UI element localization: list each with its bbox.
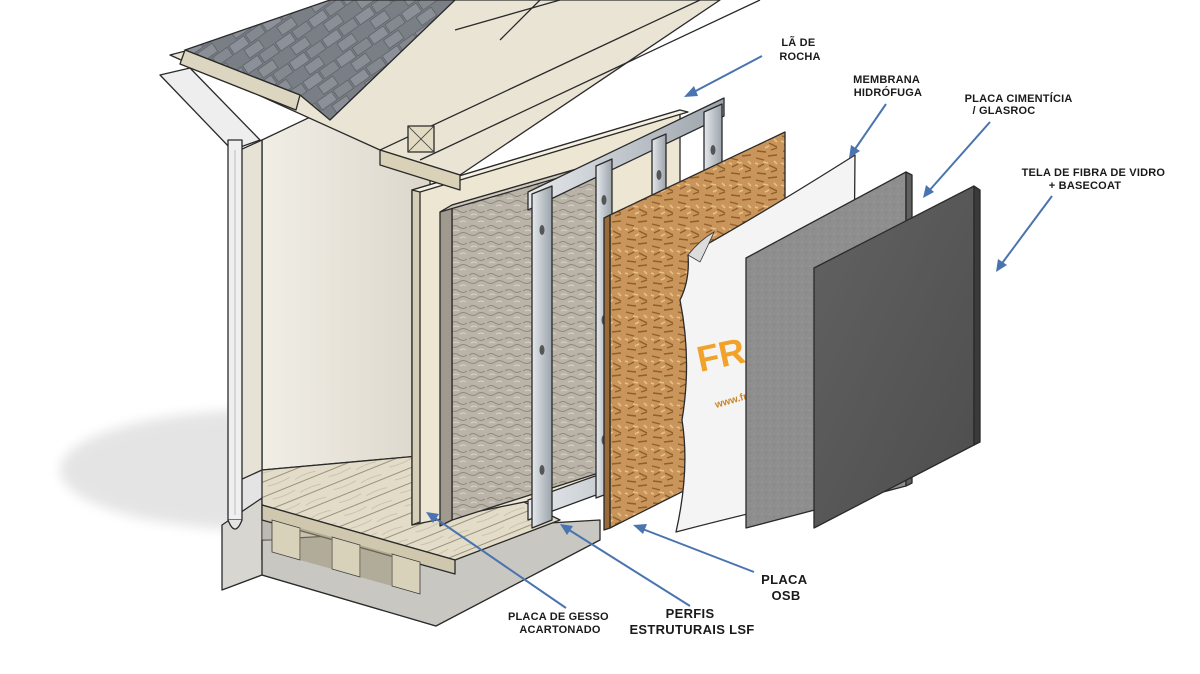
arrow-membrana: [849, 103, 887, 158]
rock-wool-side: [439, 204, 453, 527]
arrow-placa-gesso: [426, 512, 567, 609]
label-tela-fibra: TELA DE FIBRA DE VIDRO + BASECOAT: [1022, 167, 1169, 192]
floor-deck: [261, 454, 561, 561]
arrow-perfis: [560, 524, 691, 607]
label-placa-osb-line2: OSB: [771, 588, 800, 603]
osb-edge: [603, 214, 611, 531]
label-placa-cimenticia-line2: / GLASROC: [973, 105, 1036, 117]
label-membrana-line2: HIDRÓFUGA: [854, 86, 922, 99]
deck-edge: [261, 504, 456, 575]
callout-labels: LÃ DE ROCHA MEMBRANA HIDRÓFUGA PLACA CIM…: [508, 36, 1169, 637]
label-placa-osb-line1: PLACA: [761, 572, 808, 587]
label-la-de-rocha-line2: ROCHA: [779, 51, 820, 63]
arrow-tela-fibra: [996, 195, 1053, 272]
top-track: [527, 97, 725, 211]
label-perfis-line1: PERFIS: [666, 606, 715, 621]
label-perfis: PERFIS ESTRUTURAIS LSF: [629, 606, 754, 637]
gutter-downpipe: [159, 67, 261, 530]
label-placa-cimenticia-line1: PLACA CIMENTÍCIA: [965, 92, 1073, 105]
membrane-curl: [687, 231, 715, 263]
label-placa-gesso-line1: PLACA DE GESSO: [508, 611, 609, 623]
label-perfis-line2: ESTRUTURAIS LSF: [629, 622, 754, 637]
arrow-placa-cimenticia: [923, 121, 991, 198]
fiberglass-basecoat: [813, 185, 981, 529]
label-placa-osb: PLACA OSB: [761, 572, 811, 603]
leader-arrows: [426, 55, 1053, 609]
arrow-placa-osb: [633, 524, 755, 573]
label-membrana: MEMBRANA HIDRÓFUGA: [853, 74, 923, 99]
label-la-de-rocha-line1: LÃ DE: [781, 36, 815, 49]
arrow-la-de-rocha: [684, 55, 763, 97]
label-placa-cimenticia: PLACA CIMENTÍCIA / GLASROC: [965, 92, 1076, 117]
rock-wool-front: [451, 159, 609, 521]
label-tela-fibra-line2: + BASECOAT: [1049, 180, 1121, 192]
stud-1: [531, 185, 553, 529]
roof-structure: [169, 0, 761, 191]
floor-joists: [271, 519, 421, 595]
label-la-de-rocha: LÃ DE ROCHA: [779, 36, 820, 63]
label-placa-gesso: PLACA DE GESSO ACARTONADO: [508, 611, 612, 636]
basecoat-edge: [973, 185, 981, 446]
interior-side-wall: [239, 139, 263, 481]
label-placa-gesso-line2: ACARTONADO: [519, 624, 600, 636]
eave-board: [379, 149, 461, 191]
rock-wool-layer: [439, 159, 609, 527]
label-tela-fibra-line1: TELA DE FIBRA DE VIDRO: [1022, 167, 1166, 179]
label-membrana-line1: MEMBRANA: [853, 74, 920, 86]
